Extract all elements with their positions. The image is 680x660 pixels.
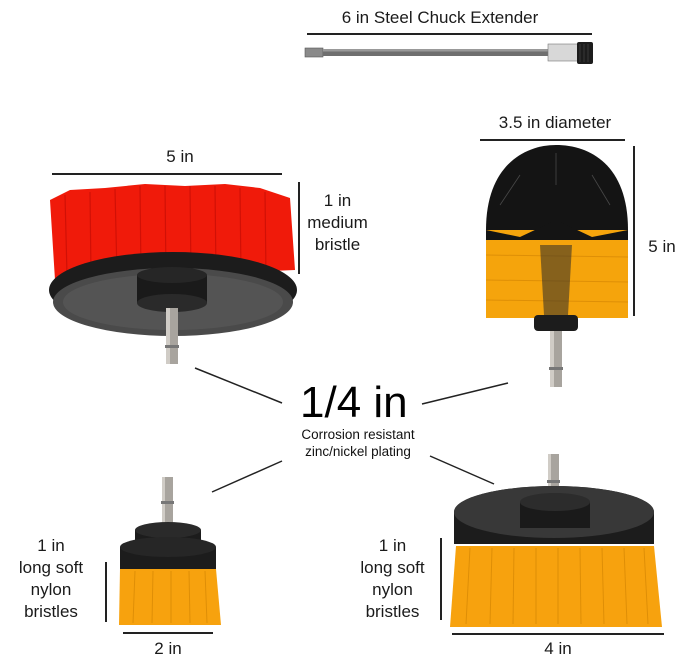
round-drill-brush-image — [485, 145, 629, 387]
small-brush-height-line — [105, 562, 107, 622]
red-brush-bristle-label: 1 in medium bristle — [307, 191, 368, 254]
drill-brush-diameter-line — [480, 139, 625, 141]
drill-brush-diameter-label: 3.5 in diameter — [498, 113, 612, 132]
shaft-size-label: 1/4 in — [300, 378, 408, 427]
small-brush-width-label: 2 in — [154, 639, 182, 658]
large-brush-bristle-label: 1 in long soft nylon bristles — [360, 536, 425, 621]
extender-label: 6 in Steel Chuck Extender — [341, 8, 539, 27]
drill-brush-height-line — [633, 146, 635, 316]
large-brush-width-label: 4 in — [544, 639, 572, 658]
large-brush-width-line — [452, 633, 664, 635]
large-brush-height-line — [440, 538, 442, 620]
shaft-plating-description: Corrosion resistant zinc/nickel plating — [301, 427, 415, 459]
red-scrub-brush-image — [49, 184, 297, 364]
red-brush-width-label: 5 in — [166, 147, 194, 166]
large-scrub-brush-image — [450, 454, 662, 627]
small-scrub-brush-image — [119, 477, 221, 625]
small-brush-bristle-label: 1 in long soft nylon bristles — [18, 536, 84, 621]
drill-brush-height-label: 5 in — [648, 237, 676, 256]
small-brush-width-line — [123, 632, 213, 634]
red-brush-height-line — [298, 182, 300, 274]
chuck-extender-image — [304, 42, 593, 64]
extender-dimension-line — [307, 33, 592, 35]
red-brush-width-line — [52, 173, 282, 175]
